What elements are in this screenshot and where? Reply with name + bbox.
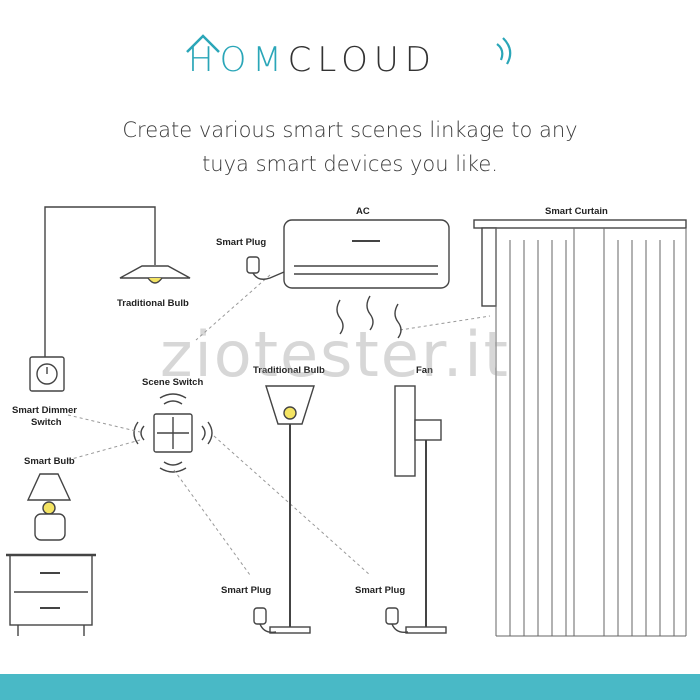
floor-bulb-label: Traditional Bulb	[253, 365, 325, 376]
smart-bulb-label: Smart Bulb	[24, 456, 75, 467]
ac-airflow-icon	[336, 295, 402, 339]
dimmer-switch-label-line1: Smart Dimmer	[12, 405, 77, 416]
ceiling-lamp-shade	[119, 265, 191, 279]
table-lamp-base	[34, 513, 66, 541]
signal-wave-bottom-icon	[159, 461, 187, 473]
tagline-line2: tuya smart devices you like.	[202, 152, 498, 176]
wifi-icon	[496, 37, 512, 65]
floor-lamp-shade	[265, 385, 315, 425]
fan-smart-plug-label: Smart Plug	[355, 585, 406, 596]
watermark-text: ziotester.it	[160, 318, 510, 391]
brand-name: HOMCLOUD	[188, 40, 437, 80]
floor-lamp-smart-plug-icon	[253, 607, 267, 625]
fan-smart-plug-icon	[385, 607, 399, 625]
homcloud-logo	[186, 34, 512, 65]
ac-label: AC	[356, 206, 370, 217]
dimmer-switch-label-line2: Switch	[31, 417, 62, 428]
tagline-line1: Create various smart scenes linkage to a…	[122, 118, 578, 142]
ceiling-bulb-label: Traditional Bulb	[117, 298, 189, 309]
ac-smart-plug-icon	[246, 256, 260, 274]
ac-smart-plug-label: Smart Plug	[216, 237, 267, 248]
smart-bulb-icon	[42, 501, 56, 515]
curtain-rail	[473, 219, 687, 229]
nightstand	[9, 554, 93, 626]
floor-lamp-bulb-icon	[283, 406, 297, 420]
house-roof-icon	[186, 34, 220, 53]
signal-wave-top-icon	[159, 393, 187, 405]
smart-curtain-label: Smart Curtain	[545, 206, 608, 217]
floor-lamp-smart-plug-label: Smart Plug	[221, 585, 272, 596]
curtain-panels	[495, 228, 687, 637]
signal-wave-right-icon	[201, 421, 213, 445]
scene-switch-label: Scene Switch	[142, 377, 204, 388]
ceiling-wire	[44, 206, 156, 358]
fan-head-icon	[394, 385, 416, 477]
footer-bar	[0, 674, 700, 700]
ceiling-bulb-icon	[147, 277, 163, 284]
fan-base	[405, 626, 447, 634]
table-lamp-shade	[26, 473, 72, 501]
signal-wave-left-icon	[133, 421, 145, 445]
fan-label: Fan	[416, 365, 433, 376]
brand-name-part2: CLOUD	[287, 40, 437, 80]
floor-lamp-base	[269, 626, 311, 634]
ac-unit-icon	[283, 219, 450, 289]
brand-name-part1: HOM	[188, 40, 288, 80]
curtain-motor-icon	[481, 227, 497, 307]
